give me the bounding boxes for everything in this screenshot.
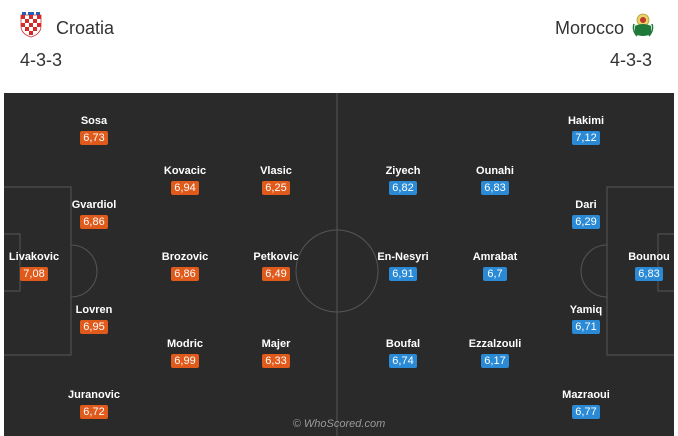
player-card[interactable]: Petkovic 6,49 bbox=[236, 251, 316, 282]
player-rating: 6,95 bbox=[80, 320, 108, 334]
player-rating: 6,73 bbox=[80, 131, 108, 145]
away-formation: 4-3-3 bbox=[610, 50, 653, 70]
player-card[interactable]: Bounou 6,83 bbox=[609, 251, 674, 282]
match-header: Croatia 4-3-3 Morocco 4-3-3 bbox=[0, 0, 678, 92]
player-name: Vlasic bbox=[260, 165, 292, 177]
player-card[interactable]: Mazraoui 6,77 bbox=[546, 389, 626, 420]
player-card[interactable]: Modric 6,99 bbox=[145, 338, 225, 369]
player-name: Yamiq bbox=[569, 304, 603, 316]
player-card[interactable]: Hakimi 7,12 bbox=[546, 115, 626, 146]
player-rating: 6,17 bbox=[481, 354, 509, 368]
player-card[interactable]: Brozovic 6,86 bbox=[145, 251, 225, 282]
player-rating: 6,91 bbox=[389, 267, 417, 281]
player-card[interactable]: Ezzalzouli 6,17 bbox=[455, 338, 535, 369]
pitch-lines bbox=[4, 93, 674, 436]
player-name: Majer bbox=[261, 338, 291, 350]
player-card[interactable]: Gvardiol 6,86 bbox=[54, 199, 134, 230]
player-card[interactable]: Ounahi 6,83 bbox=[455, 165, 535, 196]
player-name: Petkovic bbox=[253, 251, 299, 263]
player-name: Mazraoui bbox=[562, 389, 610, 401]
player-card[interactable]: Ziyech 6,82 bbox=[363, 165, 443, 196]
player-name: Boufal bbox=[385, 338, 421, 350]
player-name: Juranovic bbox=[68, 389, 120, 401]
player-name: Kovacic bbox=[163, 165, 207, 177]
player-name: Bounou bbox=[628, 251, 670, 263]
player-card[interactable]: Boufal 6,74 bbox=[363, 338, 443, 369]
player-card[interactable]: Amrabat 6,7 bbox=[455, 251, 535, 282]
player-name: Hakimi bbox=[567, 115, 605, 127]
morocco-crest-icon bbox=[632, 13, 654, 37]
player-name: Lovren bbox=[75, 304, 113, 316]
player-rating: 6,99 bbox=[171, 354, 199, 368]
player-card[interactable]: Majer 6,33 bbox=[236, 338, 316, 369]
player-rating: 6,7 bbox=[483, 267, 507, 281]
player-card[interactable]: Kovacic 6,94 bbox=[145, 165, 225, 196]
player-rating: 6,82 bbox=[389, 181, 417, 195]
player-name: Dari bbox=[575, 199, 597, 211]
player-rating: 6,72 bbox=[80, 405, 108, 419]
player-card[interactable]: Sosa 6,73 bbox=[54, 115, 134, 146]
player-rating: 6,83 bbox=[481, 181, 509, 195]
player-name: Ezzalzouli bbox=[468, 338, 522, 350]
player-card[interactable]: Dari 6,29 bbox=[546, 199, 626, 230]
player-rating: 6,29 bbox=[572, 215, 600, 229]
player-rating: 7,08 bbox=[20, 267, 48, 281]
player-card[interactable]: Livakovic 7,08 bbox=[4, 251, 74, 282]
player-rating: 7,12 bbox=[572, 131, 600, 145]
home-formation: 4-3-3 bbox=[20, 50, 63, 70]
player-rating: 6,49 bbox=[262, 267, 290, 281]
away-team-name: Morocco bbox=[555, 18, 625, 38]
player-card[interactable]: Juranovic 6,72 bbox=[54, 389, 134, 420]
player-rating: 6,86 bbox=[171, 267, 199, 281]
player-card[interactable]: Vlasic 6,25 bbox=[236, 165, 316, 196]
player-rating: 6,94 bbox=[171, 181, 199, 195]
pitch: Livakovic 7,08 Sosa 6,73 Gvardiol 6,86 L… bbox=[4, 93, 674, 436]
player-rating: 6,86 bbox=[80, 215, 108, 229]
player-rating: 6,25 bbox=[262, 181, 290, 195]
player-name: Gvardiol bbox=[71, 199, 117, 211]
player-name: Amrabat bbox=[472, 251, 518, 263]
player-name: Modric bbox=[166, 338, 204, 350]
player-name: Livakovic bbox=[8, 251, 60, 263]
player-rating: 6,83 bbox=[635, 267, 663, 281]
player-name: En-Nesyri bbox=[377, 251, 429, 263]
player-rating: 6,71 bbox=[572, 320, 600, 334]
watermark: © WhoScored.com bbox=[292, 418, 386, 430]
player-rating: 6,33 bbox=[262, 354, 290, 368]
player-card[interactable]: En-Nesyri 6,91 bbox=[363, 251, 443, 282]
player-card[interactable]: Yamiq 6,71 bbox=[546, 304, 626, 335]
player-name: Ounahi bbox=[476, 165, 514, 177]
player-card[interactable]: Lovren 6,95 bbox=[54, 304, 134, 335]
player-name: Ziyech bbox=[385, 165, 421, 177]
home-team-name: Croatia bbox=[56, 18, 115, 38]
player-name: Brozovic bbox=[161, 251, 209, 263]
player-rating: 6,74 bbox=[389, 354, 417, 368]
player-rating: 6,77 bbox=[572, 405, 600, 419]
player-name: Sosa bbox=[80, 115, 108, 127]
croatia-crest-icon bbox=[20, 12, 42, 38]
